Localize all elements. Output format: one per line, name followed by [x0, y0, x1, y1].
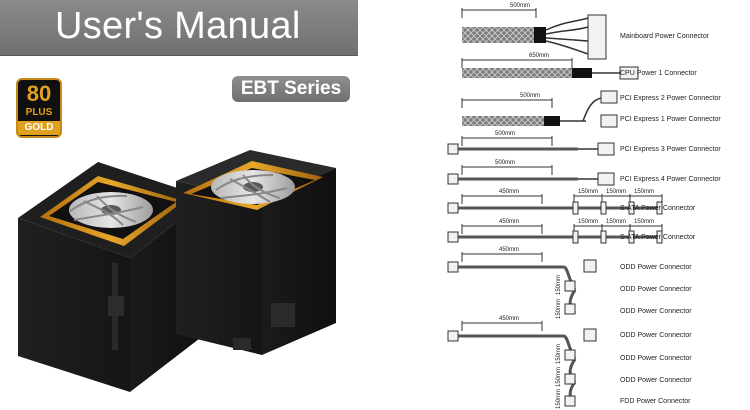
- cpu-length-label: 650mm: [529, 53, 550, 59]
- odd2-seg1-length-label: 150mm: [556, 343, 563, 365]
- mainboard-length-label: 500mm: [510, 3, 531, 9]
- odd1-seg1-length-label: 150mm: [556, 274, 563, 296]
- sata-2-cable: [447, 224, 663, 244]
- sata1-seg1-length-label: 150mm: [578, 189, 599, 195]
- manual-title: User's Manual: [55, 5, 301, 47]
- badge-number: 80: [26, 81, 52, 106]
- mainboard-connector-label: Mainboard Power Connector: [620, 33, 710, 40]
- 80plus-gold-badge: 80 PLUS GOLD: [16, 78, 62, 138]
- pcie1-connector-label: PCI Express 1 Power Connector: [620, 116, 721, 123]
- sata-1-cable: [447, 194, 663, 215]
- pcie3-connector-label: PCI Express 3 Power Connector: [620, 146, 721, 153]
- sata1-connector-label: S-ATA Power Connector: [620, 205, 696, 212]
- sata1-main-length-label: 450mm: [499, 189, 520, 195]
- pcie-1-2-cable: [461, 90, 618, 128]
- pcie4-length-label: 500mm: [495, 160, 516, 166]
- odd3-connector-label: ODD Power Connector: [620, 308, 692, 315]
- sata2-seg1-length-label: 150mm: [578, 219, 599, 225]
- pcie4-connector-label: PCI Express 4 Power Connector: [620, 176, 721, 183]
- sata2-seg3-length-label: 150mm: [634, 219, 655, 225]
- psu-product-image: [18, 150, 336, 392]
- fdd-connector-label: FDD Power Connector: [620, 398, 691, 405]
- odd1-connector-label: ODD Power Connector: [620, 264, 692, 271]
- odd-2-cable: [447, 321, 597, 407]
- badge-plus: PLUS: [25, 107, 53, 118]
- odd-1-cable: [447, 252, 597, 315]
- odd2-seg2-length-label: 150mm: [556, 366, 563, 388]
- cable-diagram-panel: 500mm 650mm 500mm 500mm 500mm 450mm 150m…: [438, 0, 750, 410]
- series-badge: EBT Series: [232, 76, 350, 102]
- sata2-connector-label: S-ATA Power Connector: [620, 234, 696, 241]
- odd5-connector-label: ODD Power Connector: [620, 355, 692, 362]
- sata1-seg3-length-label: 150mm: [634, 189, 655, 195]
- odd6-connector-label: ODD Power Connector: [620, 377, 692, 384]
- cpu-cable: [461, 58, 639, 80]
- odd1-seg2-length-label: 150mm: [556, 298, 563, 320]
- odd2-connector-label: ODD Power Connector: [620, 286, 692, 293]
- cable-diagram: [447, 8, 663, 407]
- odd1-main-length-label: 450mm: [499, 247, 520, 253]
- odd2-main-length-label: 450mm: [499, 316, 520, 322]
- mainboard-cable: [461, 8, 607, 60]
- sata1-seg2-length-label: 150mm: [606, 189, 627, 195]
- title-bar: User's Manual: [0, 0, 358, 56]
- odd4-connector-label: ODD Power Connector: [620, 332, 692, 339]
- pcie-3-cable: [447, 136, 615, 156]
- pcie12-length-label: 500mm: [520, 93, 541, 99]
- sata2-main-length-label: 450mm: [499, 219, 520, 225]
- pcie-4-cable: [447, 165, 615, 186]
- pcie3-length-label: 500mm: [495, 131, 516, 137]
- pcie2-connector-label: PCI Express 2 Power Connector: [620, 95, 721, 102]
- odd2-seg3-length-label: 150mm: [556, 388, 563, 410]
- sata2-seg2-length-label: 150mm: [606, 219, 627, 225]
- cpu-connector-label: CPU Power 1 Connector: [620, 70, 697, 77]
- manual-cover: User's Manual 80 PLUS GOLD EBT Series: [0, 0, 360, 410]
- badge-grade: GOLD: [18, 121, 60, 135]
- psu-right-unit: [176, 150, 336, 355]
